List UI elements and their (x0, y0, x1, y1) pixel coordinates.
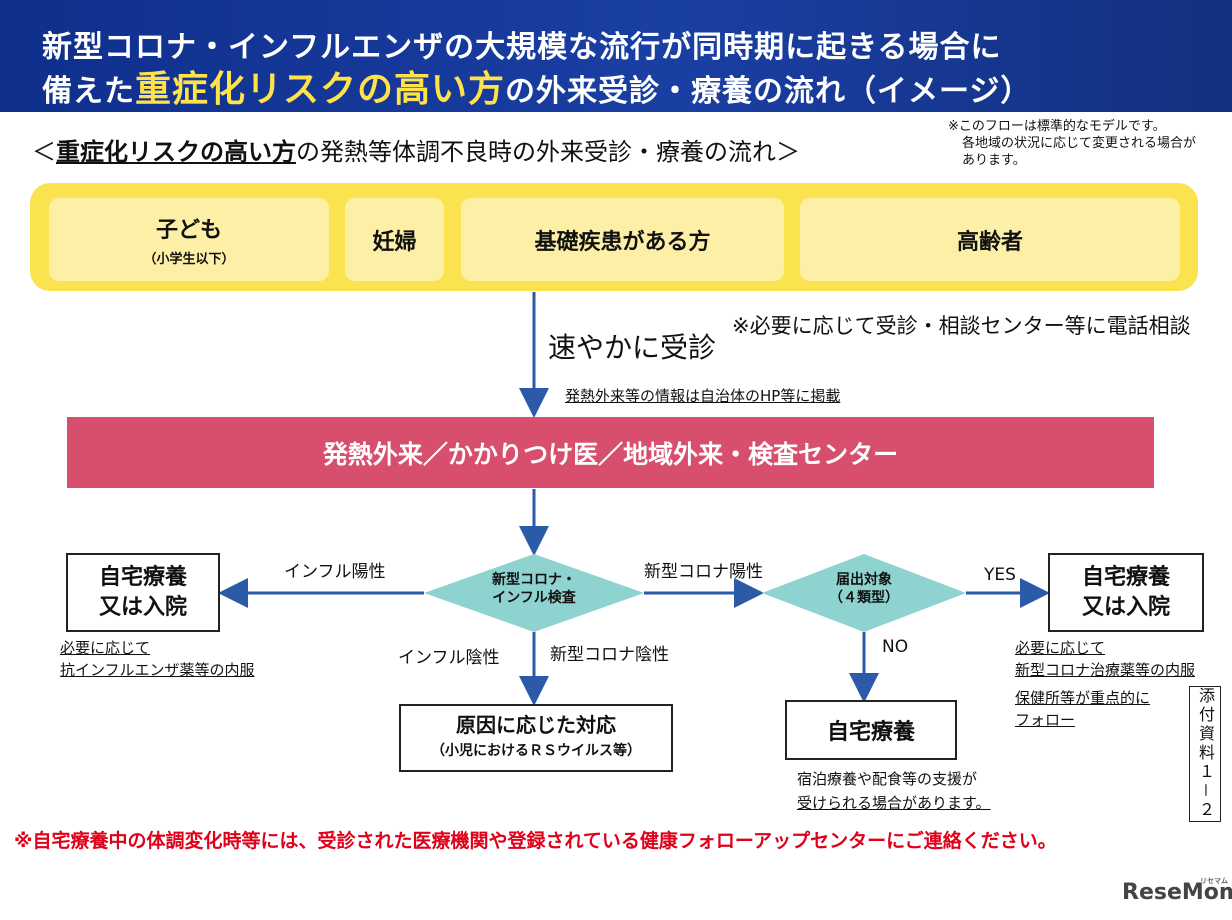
category-underlying: 基礎疾患がある方 (461, 198, 784, 281)
left-box-line-2: 又は入院 (98, 594, 187, 620)
title-banner: 新型コロナ・インフルエンザの大規模な流行が同時期に起きる場合に 備えた重症化リス… (0, 0, 1232, 112)
attachment-label: 添付資料１－２ (1189, 686, 1221, 822)
left-note-line-2: 抗インフルエンザ薬等の内服 (60, 661, 255, 679)
home-care-box: 自宅療養 (785, 700, 957, 760)
info-note: 発熱外来等の情報は自治体のHP等に掲載 (565, 387, 841, 405)
right-note-line-2: 新型コロナ治療薬等の内服 (1015, 661, 1196, 679)
logo-text: ReseMom (1122, 880, 1232, 905)
prompt-visit-label: 速やかに受診 (548, 331, 717, 364)
category-underlying-label: 基礎疾患がある方 (534, 229, 711, 255)
category-child-sub: （小学生以下） (143, 252, 235, 267)
title-line-2-suffix: の外来受診・療養の流れ（イメージ） (505, 74, 1032, 109)
center-box-line-1: 原因に応じた対応 (456, 713, 616, 737)
standard-note-line-3: あります。 (962, 153, 1026, 168)
right-outcome-note: 必要に応じて 新型コロナ治療薬等の内服 保健所等が重点的に フォロー (1015, 637, 1195, 731)
resemom-logo: ReseMom リセマム (1122, 877, 1232, 905)
test-diamond-line-1: 新型コロナ・ (492, 572, 576, 588)
report-diamond (762, 554, 966, 632)
right-note-line-4: フォロー (1015, 711, 1076, 729)
yes-label: YES (984, 565, 1016, 585)
standard-note-line-1: ※このフローは標準的なモデルです。 (948, 119, 1166, 134)
title-line-2-prefix: 備えた (42, 74, 135, 109)
subtitle-rest: の発熱等体調不良時の外来受診・療養の流れ＞ (296, 138, 800, 166)
flu-negative-label: インフル陰性 (398, 648, 500, 668)
title-line-2: 備えた重症化リスクの高い方の外来受診・療養の流れ（イメージ） (42, 60, 1031, 112)
right-box-line-2: 又は入院 (1081, 594, 1170, 620)
right-outcome-box: 自宅療養 又は入院 (1048, 553, 1204, 632)
test-diamond-label: 新型コロナ・ インフル検査 (466, 571, 602, 607)
phone-consult-note: ※必要に応じて受診・相談センター等に電話相談 (732, 314, 1191, 338)
corona-negative-label: 新型コロナ陰性 (550, 645, 669, 665)
report-diamond-label: 届出対象 （４類型） (800, 571, 928, 607)
standard-note-line-2: 各地域の状況に応じて変更される場合が (962, 136, 1197, 151)
no-label: NO (882, 637, 909, 657)
category-pregnant: 妊婦 (345, 198, 444, 281)
left-outcome-box: 自宅療養 又は入院 (66, 553, 220, 632)
category-child-label: 子ども (155, 218, 222, 243)
test-diamond (424, 554, 644, 632)
category-elderly: 高齢者 (800, 198, 1180, 281)
center-box-line-2: （小児におけるＲＳウイルス等） (431, 743, 641, 759)
clinic-bar: 発熱外来／かかりつけ医／地域外来・検査センター (67, 417, 1154, 488)
home-note-line-1: 宿泊療養や配食等の支援が (797, 770, 978, 788)
logo-subtext: リセマム (1200, 877, 1228, 885)
standard-model-note: ※このフローは標準的なモデルです。 各地域の状況に応じて変更される場合が ありま… (948, 118, 1196, 169)
title-line-1: 新型コロナ・インフルエンザの大規模な流行が同時期に起きる場合に (42, 30, 1002, 65)
left-note-line-1: 必要に応じて (60, 639, 151, 657)
subtitle-emphasis: 重症化リスクの高い方 (56, 138, 296, 166)
center-outcome-box: 原因に応じた対応 （小児におけるＲＳウイルス等） (399, 704, 673, 772)
title-highlight: 重症化リスクの高い方 (135, 69, 506, 110)
report-diamond-line-1: 届出対象 (836, 572, 892, 588)
flu-positive-label: インフル陽性 (284, 562, 386, 582)
test-diamond-line-2: インフル検査 (492, 590, 576, 606)
left-box-line-1: 自宅療養 (98, 564, 187, 590)
right-note-line-1: 必要に応じて (1015, 639, 1106, 657)
left-outcome-note: 必要に応じて 抗インフルエンザ薬等の内服 (60, 637, 255, 681)
home-box-label: 自宅療養 (826, 720, 915, 745)
footer-warning: ※自宅療養中の体調変化時等には、受診された医療機関や登録されている健康フォローア… (14, 830, 1057, 852)
right-box-line-1: 自宅療養 (1081, 564, 1170, 590)
corona-positive-label: 新型コロナ陽性 (644, 562, 763, 582)
home-care-note: 宿泊療養や配食等の支援が 受けられる場合があります。 (797, 767, 991, 815)
right-note-line-3: 保健所等が重点的に (1015, 689, 1151, 707)
page-subtitle: ＜重症化リスクの高い方の発熱等体調不良時の外来受診・療養の流れ＞ (32, 132, 800, 167)
category-child: 子ども （小学生以下） (49, 198, 329, 281)
subtitle-bracket: ＜ (32, 138, 56, 166)
home-note-line-2: 受けられる場合があります。 (797, 794, 991, 812)
report-diamond-line-2: （４類型） (829, 590, 899, 606)
category-pregnant-label: 妊婦 (372, 229, 417, 255)
category-elderly-label: 高齢者 (956, 229, 1023, 255)
